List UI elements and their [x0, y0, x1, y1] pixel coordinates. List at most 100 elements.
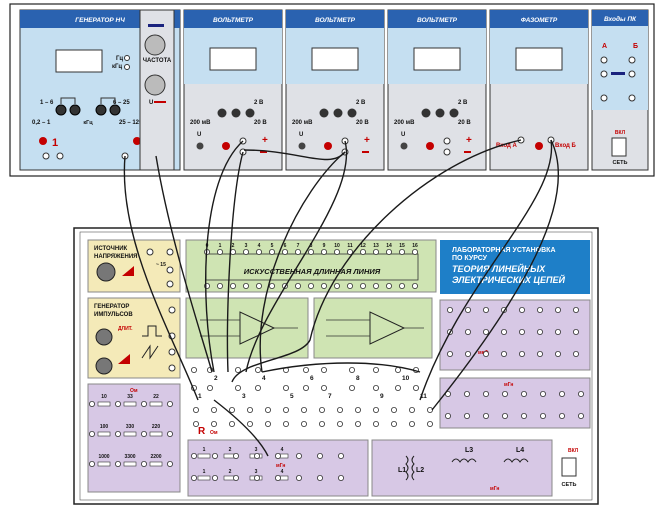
capacitor-jack[interactable]: [464, 306, 471, 313]
strip-jack[interactable]: [228, 406, 235, 413]
pc-jack-b2[interactable]: [628, 70, 636, 78]
line-jack-top[interactable]: [216, 248, 223, 255]
line-jack-bottom[interactable]: [333, 282, 340, 289]
line-jack-bottom[interactable]: [307, 282, 314, 289]
capacitor-jack[interactable]: [482, 350, 489, 357]
inductor-jack[interactable]: [482, 412, 489, 419]
strip-jack[interactable]: [282, 420, 289, 427]
bank-jack[interactable]: [211, 452, 218, 459]
strip-jack[interactable]: [228, 420, 235, 427]
cable-9[interactable]: [431, 139, 560, 411]
line-jack-bottom[interactable]: [320, 282, 327, 289]
strip-jack[interactable]: [246, 406, 253, 413]
node-jack[interactable]: [190, 366, 197, 373]
capacitor-jack[interactable]: [573, 306, 580, 313]
line-jack-top[interactable]: [294, 248, 301, 255]
line-jack-bottom[interactable]: [411, 282, 418, 289]
capacitor-jack[interactable]: [464, 350, 471, 357]
strip-jack[interactable]: [426, 406, 433, 413]
inductor-jack[interactable]: [501, 412, 508, 419]
cable-11[interactable]: [261, 362, 421, 373]
voltmeter-3-mode-switch[interactable]: [400, 142, 408, 150]
node-jack[interactable]: [302, 366, 309, 373]
source-jack-1[interactable]: [146, 248, 154, 256]
cable-3[interactable]: [204, 140, 244, 373]
capacitor-jack[interactable]: [446, 350, 453, 357]
source-jack-3[interactable]: [166, 266, 174, 274]
cable-7[interactable]: [231, 139, 522, 383]
node-jack[interactable]: [348, 384, 355, 391]
range-button-2[interactable]: [69, 104, 81, 116]
node-jack[interactable]: [234, 366, 241, 373]
pulse-jack-4[interactable]: [168, 364, 176, 372]
strip-jack[interactable]: [300, 420, 307, 427]
resistor-jack[interactable]: [166, 460, 173, 467]
board-power-switch[interactable]: [561, 457, 577, 477]
pc-jack-a1[interactable]: [600, 56, 608, 64]
resistor-jack[interactable]: [89, 460, 96, 467]
line-jack-top[interactable]: [281, 248, 288, 255]
strip-jack[interactable]: [390, 420, 397, 427]
pulse-duration-knob[interactable]: [95, 328, 113, 346]
node-jack[interactable]: [394, 384, 401, 391]
line-jack-bottom[interactable]: [372, 282, 379, 289]
strip-jack[interactable]: [300, 406, 307, 413]
voltmeter-1-mode-switch[interactable]: [196, 142, 204, 150]
range-button-4[interactable]: [109, 104, 121, 116]
resistor-jack[interactable]: [89, 430, 96, 437]
source-knob[interactable]: [96, 262, 116, 282]
bank-jack[interactable]: [211, 474, 218, 481]
inductor-jack[interactable]: [463, 412, 470, 419]
range-button-1[interactable]: [55, 104, 67, 116]
inductor-jack[interactable]: [521, 412, 528, 419]
line-jack-top[interactable]: [411, 248, 418, 255]
capacitor-jack[interactable]: [500, 328, 507, 335]
capacitor-jack[interactable]: [500, 350, 507, 357]
node-jack[interactable]: [412, 384, 419, 391]
capacitor-jack[interactable]: [519, 306, 526, 313]
cable-1[interactable]: [123, 155, 199, 401]
bank-jack[interactable]: [274, 474, 281, 481]
capacitor-jack[interactable]: [482, 306, 489, 313]
node-jack[interactable]: [348, 366, 355, 373]
capacitor-jack[interactable]: [555, 306, 562, 313]
voltmeter-3-jack-plus[interactable]: [443, 137, 451, 145]
line-jack-bottom[interactable]: [398, 282, 405, 289]
strip-jack[interactable]: [318, 406, 325, 413]
frequency-knob[interactable]: [144, 34, 166, 56]
inductor-jack[interactable]: [578, 390, 585, 397]
bank-jack[interactable]: [337, 474, 344, 481]
resistor-jack[interactable]: [166, 400, 173, 407]
line-jack-bottom[interactable]: [294, 282, 301, 289]
inductor-jack[interactable]: [559, 390, 566, 397]
voltmeter-2-btn-1[interactable]: [319, 108, 329, 118]
node-jack[interactable]: [320, 384, 327, 391]
inductor-jack[interactable]: [540, 390, 547, 397]
capacitor-jack[interactable]: [555, 328, 562, 335]
node-jack[interactable]: [206, 384, 213, 391]
strip-jack[interactable]: [408, 406, 415, 413]
line-jack-top[interactable]: [372, 248, 379, 255]
voltmeter-1-btn-3[interactable]: [245, 108, 255, 118]
capacitor-jack[interactable]: [537, 306, 544, 313]
bank-jack[interactable]: [253, 452, 260, 459]
resistor-jack[interactable]: [140, 460, 147, 467]
capacitor-jack[interactable]: [482, 328, 489, 335]
node-jack[interactable]: [234, 384, 241, 391]
node-jack[interactable]: [394, 366, 401, 373]
voltmeter-1-btn-2[interactable]: [231, 108, 241, 118]
capacitor-jack[interactable]: [573, 350, 580, 357]
capacitor-jack[interactable]: [464, 328, 471, 335]
voltmeter-3-btn-2[interactable]: [435, 108, 445, 118]
pulse-jack-1[interactable]: [168, 306, 176, 314]
bank-jack[interactable]: [253, 474, 260, 481]
strip-jack[interactable]: [192, 420, 199, 427]
strip-jack[interactable]: [192, 406, 199, 413]
line-jack-bottom[interactable]: [229, 282, 236, 289]
capacitor-jack[interactable]: [537, 350, 544, 357]
voltmeter-3-btn-3[interactable]: [449, 108, 459, 118]
capacitor-jack[interactable]: [519, 350, 526, 357]
pulse-amplitude-knob[interactable]: [95, 357, 113, 375]
cable-4[interactable]: [226, 151, 244, 373]
strip-jack[interactable]: [264, 420, 271, 427]
